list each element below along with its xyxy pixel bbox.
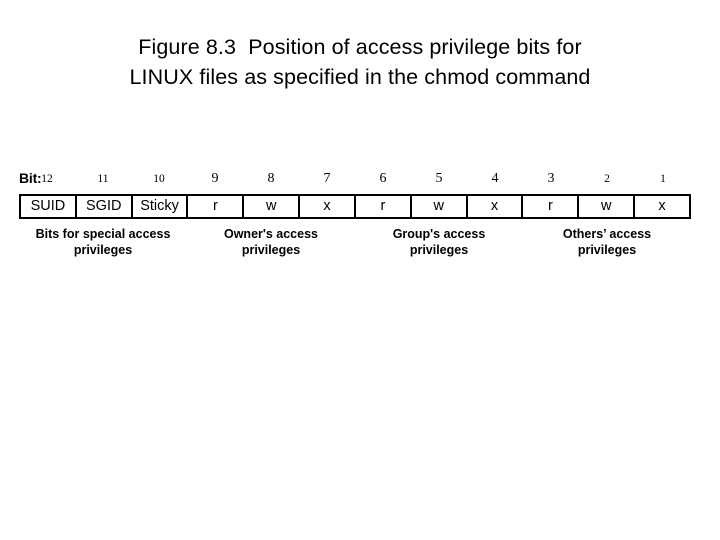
group-caption-0: Bits for special access privileges [9, 226, 197, 258]
bit-cell-3: r [523, 196, 580, 217]
group-caption-line-2: privileges [241, 243, 301, 257]
title-line-2: LINUX files as specified in the chmod co… [129, 65, 591, 89]
bit-cell-8: w [244, 196, 301, 217]
bit-number-7: 7 [323, 171, 331, 187]
bit-cell-4: x [467, 196, 524, 217]
bit-cell-12: SUID [21, 196, 77, 217]
group-caption-line-1: Owner's access [223, 227, 318, 241]
group-caption-line-2: privileges [73, 243, 133, 257]
bit-cell-9: r [188, 196, 245, 217]
bit-number-6: 6 [379, 171, 387, 187]
bit-number-4: 4 [491, 171, 499, 187]
bit-number-3: 3 [547, 171, 555, 187]
group-caption-line-1: Others’ access [562, 227, 652, 241]
group-caption-1: Owner's access privileges [177, 226, 365, 258]
group-caption-line-2: privileges [577, 243, 637, 257]
bit-cell-11: SGID [76, 196, 133, 217]
bit-cell-1: x [635, 196, 689, 217]
group-caption-line-1: Group's access [392, 227, 486, 241]
group-caption-2: Group's access privileges [345, 226, 533, 258]
bit-number-1: 1 [660, 173, 666, 186]
bit-number-5: 5 [435, 171, 443, 187]
page-title: Figure 8.3 Position of access privilege … [30, 32, 690, 92]
group-caption-line-1: Bits for special access [35, 227, 171, 241]
bit-number-8: 8 [267, 171, 275, 187]
group-caption-line-2: privileges [409, 243, 469, 257]
bit-cell-6: r [355, 196, 412, 217]
bit-number-9: 9 [211, 171, 219, 187]
bit-cell-7: x [300, 196, 356, 217]
bit-number-10: 10 [153, 173, 165, 186]
bit-cell-2: w [579, 196, 636, 217]
bit-number-row: Bit: 12 11 10 9 8 7 6 5 4 3 2 1 [19, 168, 691, 194]
bit-number-2: 2 [604, 173, 610, 186]
bit-cell-10: Sticky [132, 196, 189, 217]
bit-number-11: 11 [97, 173, 109, 186]
title-line-1: Figure 8.3 Position of access privilege … [138, 35, 582, 59]
group-caption-3: Others’ access privileges [513, 226, 701, 258]
bit-cell-5: w [411, 196, 468, 217]
bit-number-12: 12 [41, 173, 53, 186]
bit-row-label: Bit: [19, 170, 42, 186]
